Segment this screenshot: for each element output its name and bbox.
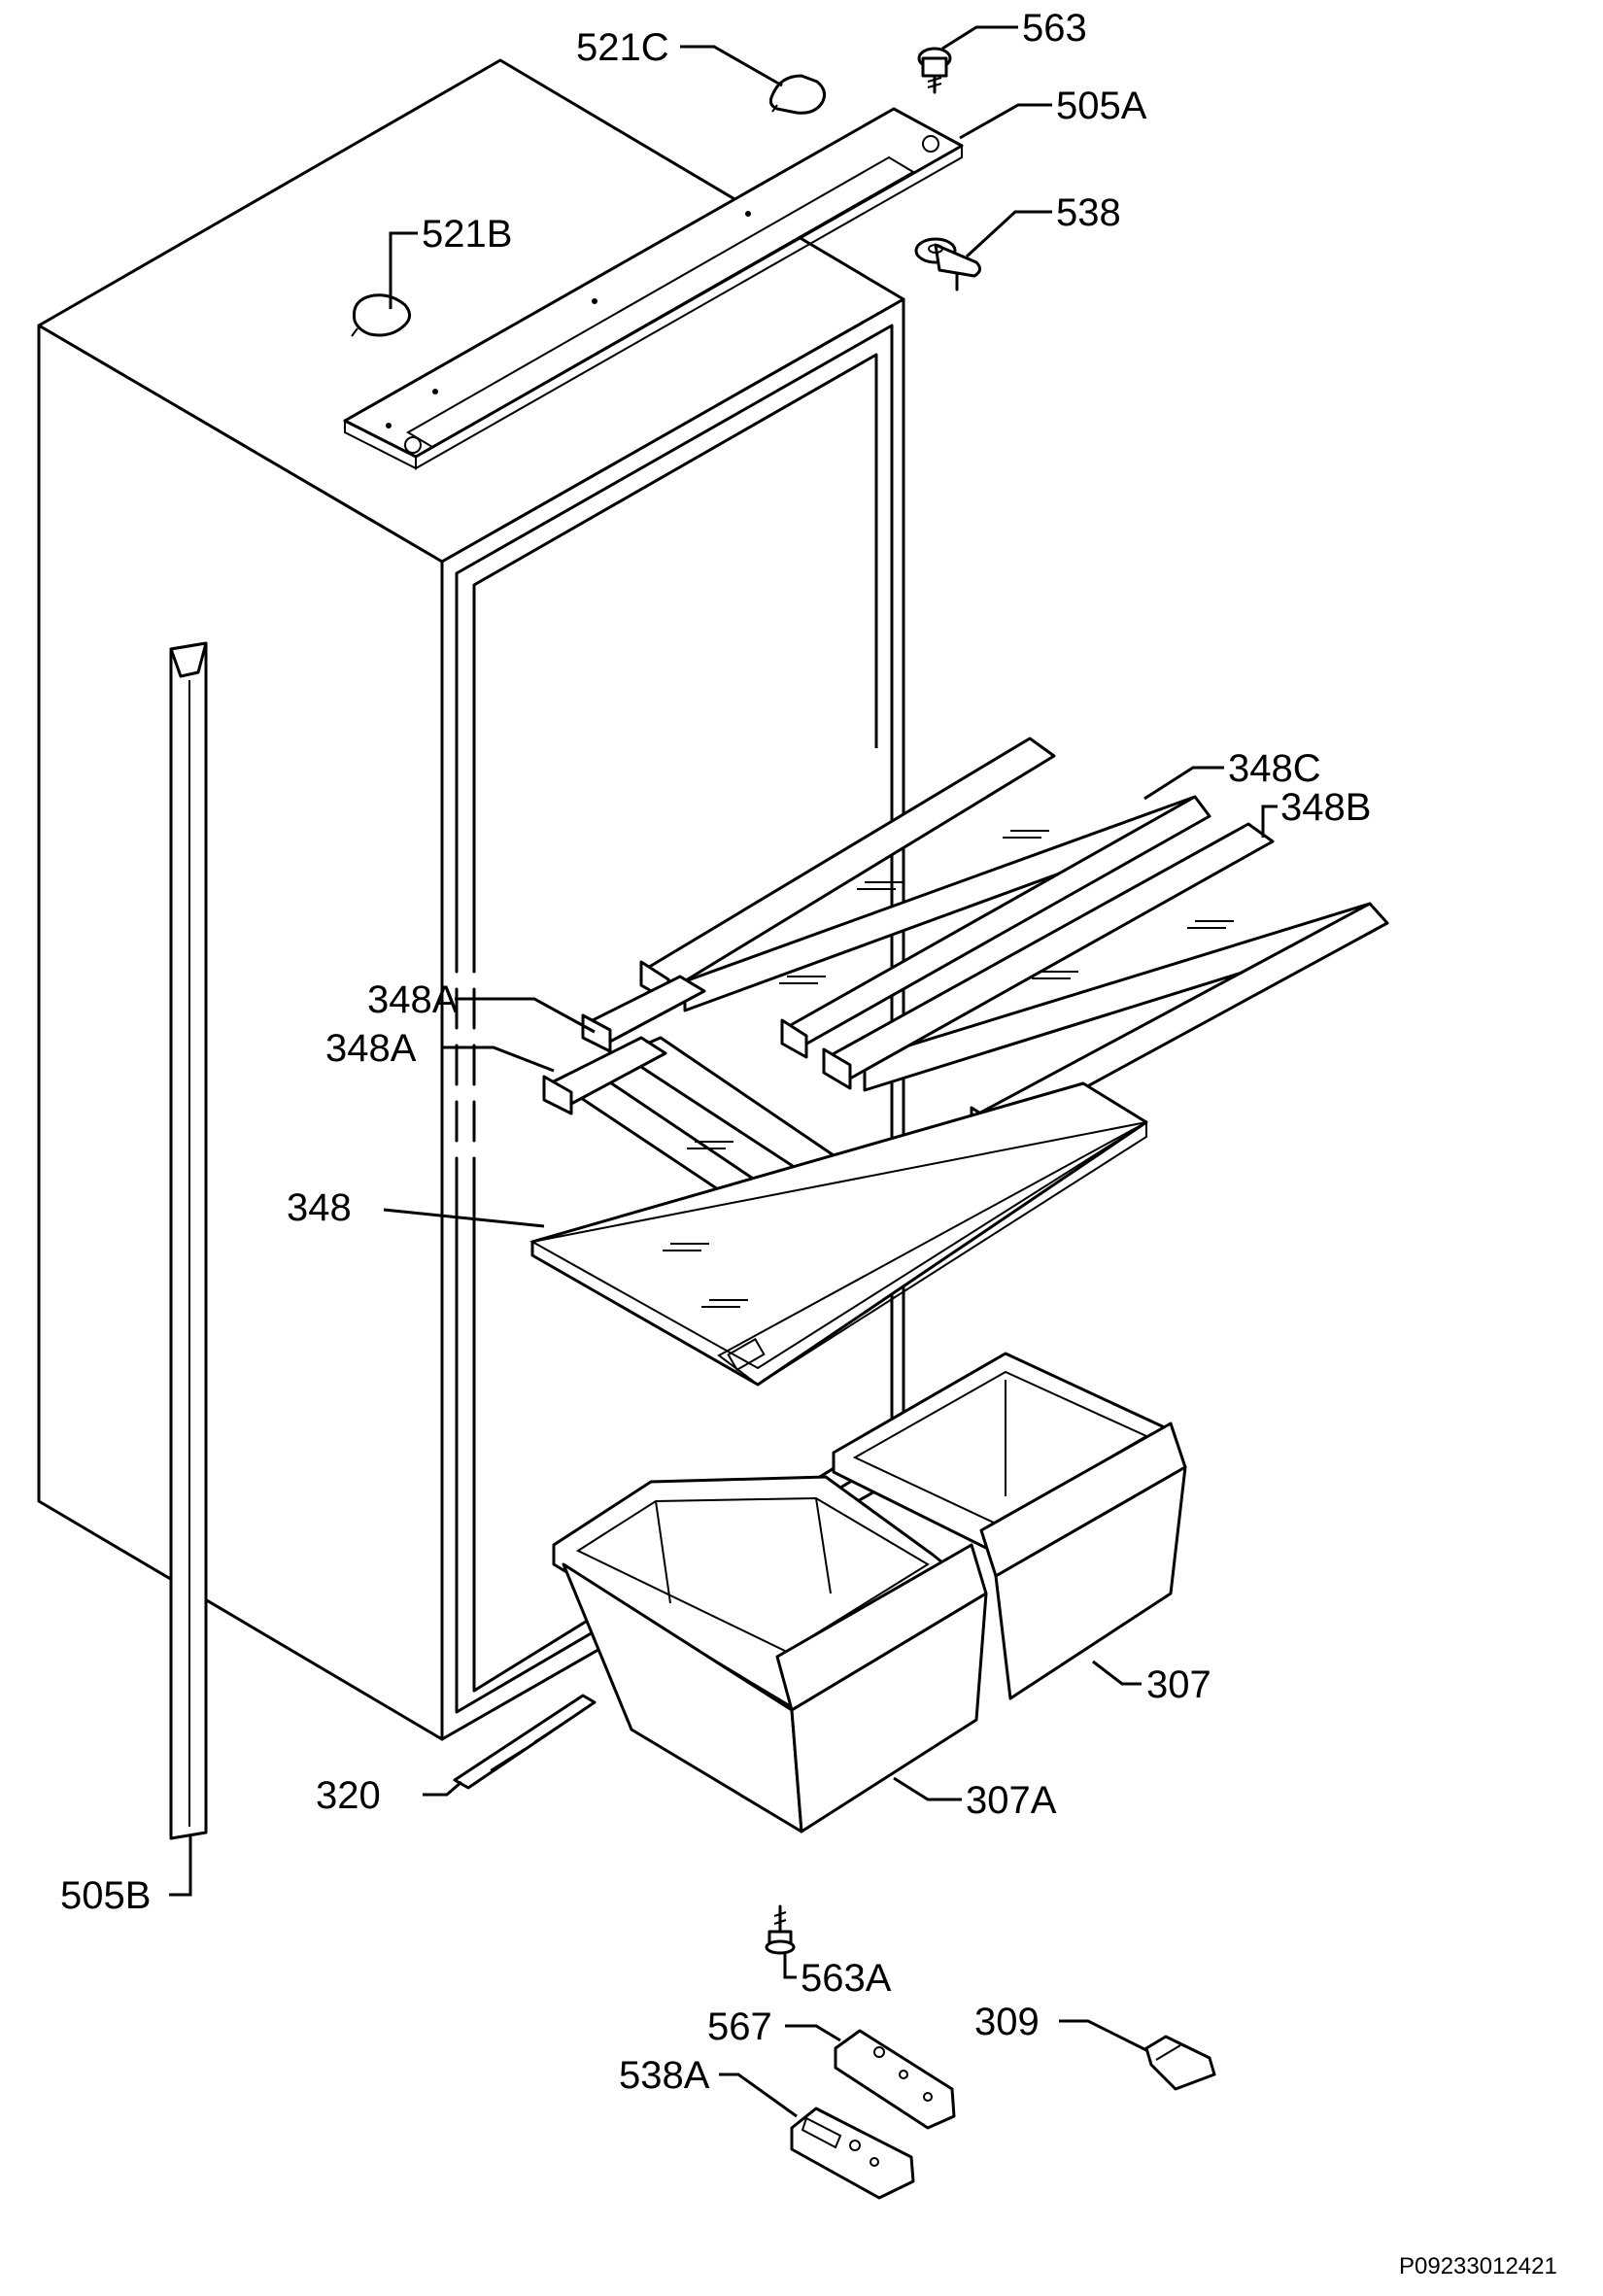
bracket-309 bbox=[1144, 2035, 1216, 2091]
shelf-348b bbox=[822, 822, 1389, 1147]
label-567: 567 bbox=[707, 2005, 772, 2048]
drawer-307a bbox=[552, 1475, 988, 1833]
label-348c: 348C bbox=[1228, 747, 1321, 790]
cap-521c bbox=[768, 74, 827, 115]
side-profile-505b bbox=[169, 641, 208, 1840]
label-505b: 505B bbox=[60, 1874, 151, 1917]
label-307: 307 bbox=[1146, 1663, 1211, 1706]
label-563: 563 bbox=[1022, 7, 1087, 50]
fridge-cabinet bbox=[37, 58, 905, 1741]
label-521b: 521B bbox=[422, 213, 512, 256]
rail-320 bbox=[453, 1694, 597, 1790]
drawing-code: P09233012421 bbox=[1399, 2253, 1557, 2279]
bushing-538 bbox=[914, 237, 981, 291]
label-505a: 505A bbox=[1056, 85, 1147, 127]
glass-hatch-marks bbox=[663, 830, 1234, 1308]
drawer-307 bbox=[832, 1352, 1187, 1700]
label-521c: 521C bbox=[576, 26, 669, 69]
glass-shelf-348 bbox=[529, 1081, 1148, 1387]
top-hinge-rail-505a bbox=[343, 107, 964, 470]
part-labels: 521C 563 505A 521B 538 348C 348B 348A 34… bbox=[60, 7, 1371, 2097]
label-348: 348 bbox=[287, 1186, 352, 1229]
hinge-plate-538a bbox=[790, 2107, 915, 2200]
label-320: 320 bbox=[316, 1774, 381, 1817]
plate-567 bbox=[834, 2029, 956, 2130]
label-348a-1: 348A bbox=[367, 978, 459, 1021]
label-538a: 538A bbox=[619, 2054, 710, 2097]
label-348a-2: 348A bbox=[325, 1027, 417, 1070]
screw-563 bbox=[917, 47, 952, 94]
label-307a: 307A bbox=[966, 1779, 1057, 1822]
screw-563a bbox=[765, 1904, 796, 1955]
cap-521b bbox=[351, 293, 411, 337]
label-309: 309 bbox=[974, 2001, 1040, 2043]
leader-lines bbox=[169, 25, 1278, 2118]
label-538: 538 bbox=[1056, 191, 1121, 234]
label-563a: 563A bbox=[801, 1957, 892, 2000]
label-348b: 348B bbox=[1280, 786, 1371, 829]
